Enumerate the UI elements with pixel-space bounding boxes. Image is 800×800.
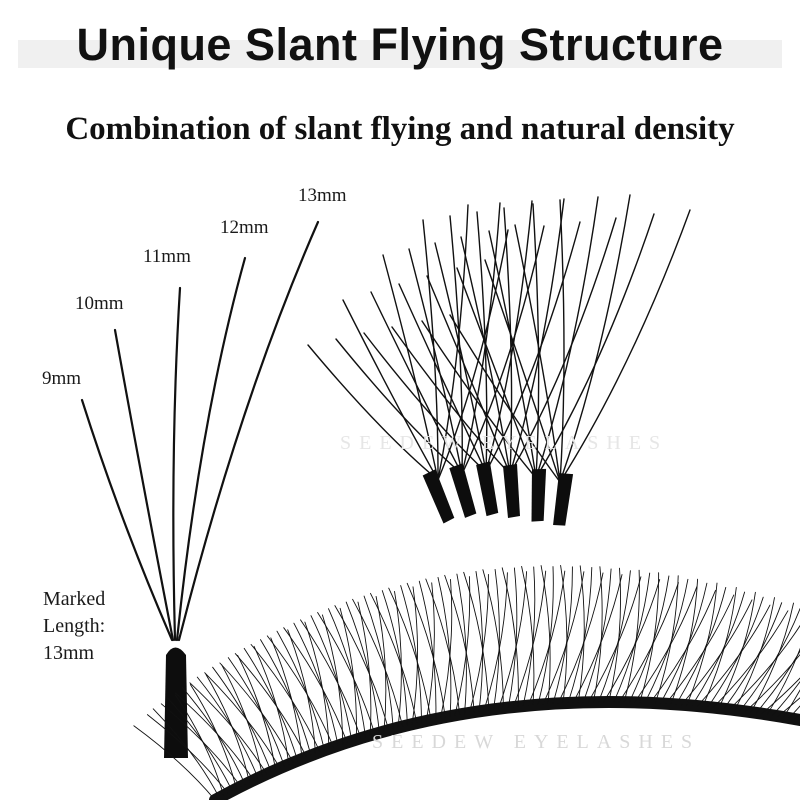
marked-line-2: Length: [43, 615, 106, 637]
lash-fan-row [307, 194, 691, 526]
page-title: Unique Slant Flying Structure [76, 19, 724, 70]
length-label-12mm: 12mm [220, 217, 269, 238]
length-label-9mm: 9mm [42, 368, 82, 389]
lash-strip [133, 564, 800, 800]
marked-line-1: Marked [43, 588, 106, 610]
page-subtitle: Combination of slant flying and natural … [65, 111, 735, 147]
title-band [18, 40, 782, 68]
single-lash-fan [80, 220, 320, 758]
length-label-10mm: 10mm [75, 293, 124, 314]
watermark-top: SEEDEW EYELASHES [340, 432, 669, 454]
length-label-13mm: 13mm [298, 185, 347, 206]
marked-length-note: Marked Length: 13mm [43, 586, 105, 667]
marked-line-3: 13mm [43, 642, 95, 664]
length-label-11mm: 11mm [143, 246, 191, 267]
watermark-bottom: SEEDEW EYELASHES [372, 731, 701, 753]
